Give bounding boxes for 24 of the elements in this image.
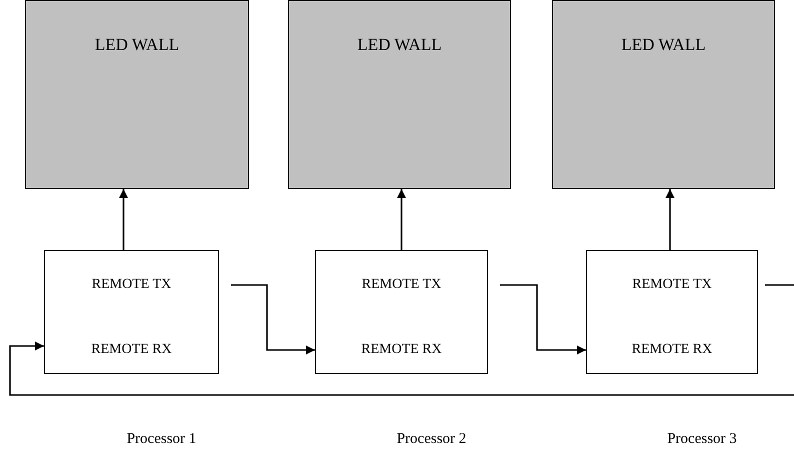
processor-box: [44, 250, 219, 374]
arrow: [231, 284, 315, 354]
port-label: REMOTE TX: [360, 277, 442, 293]
processor-label: Processor 1: [126, 431, 196, 448]
wall-label: LED WALL: [356, 35, 443, 55]
port-label: REMOTE TX: [90, 277, 172, 293]
arrow: [500, 284, 586, 354]
processor-label: Processor 2: [396, 431, 466, 448]
port-label: REMOTE RX: [90, 342, 173, 358]
led-wall-box: [25, 0, 249, 189]
processor-box: [315, 250, 488, 374]
arrow: [9, 342, 794, 396]
wall-label: LED WALL: [94, 35, 180, 55]
port-label: REMOTE RX: [360, 342, 443, 358]
processor-box: [586, 250, 758, 374]
arrow: [666, 189, 674, 250]
port-label: REMOTE TX: [631, 277, 713, 293]
led-wall-box: [552, 0, 775, 189]
wall-label: LED WALL: [620, 35, 707, 55]
port-label: REMOTE RX: [630, 342, 714, 358]
arrow: [119, 189, 128, 250]
led-wall-box: [288, 0, 511, 189]
processor-label: Processor 3: [667, 431, 737, 448]
arrow: [397, 189, 406, 250]
